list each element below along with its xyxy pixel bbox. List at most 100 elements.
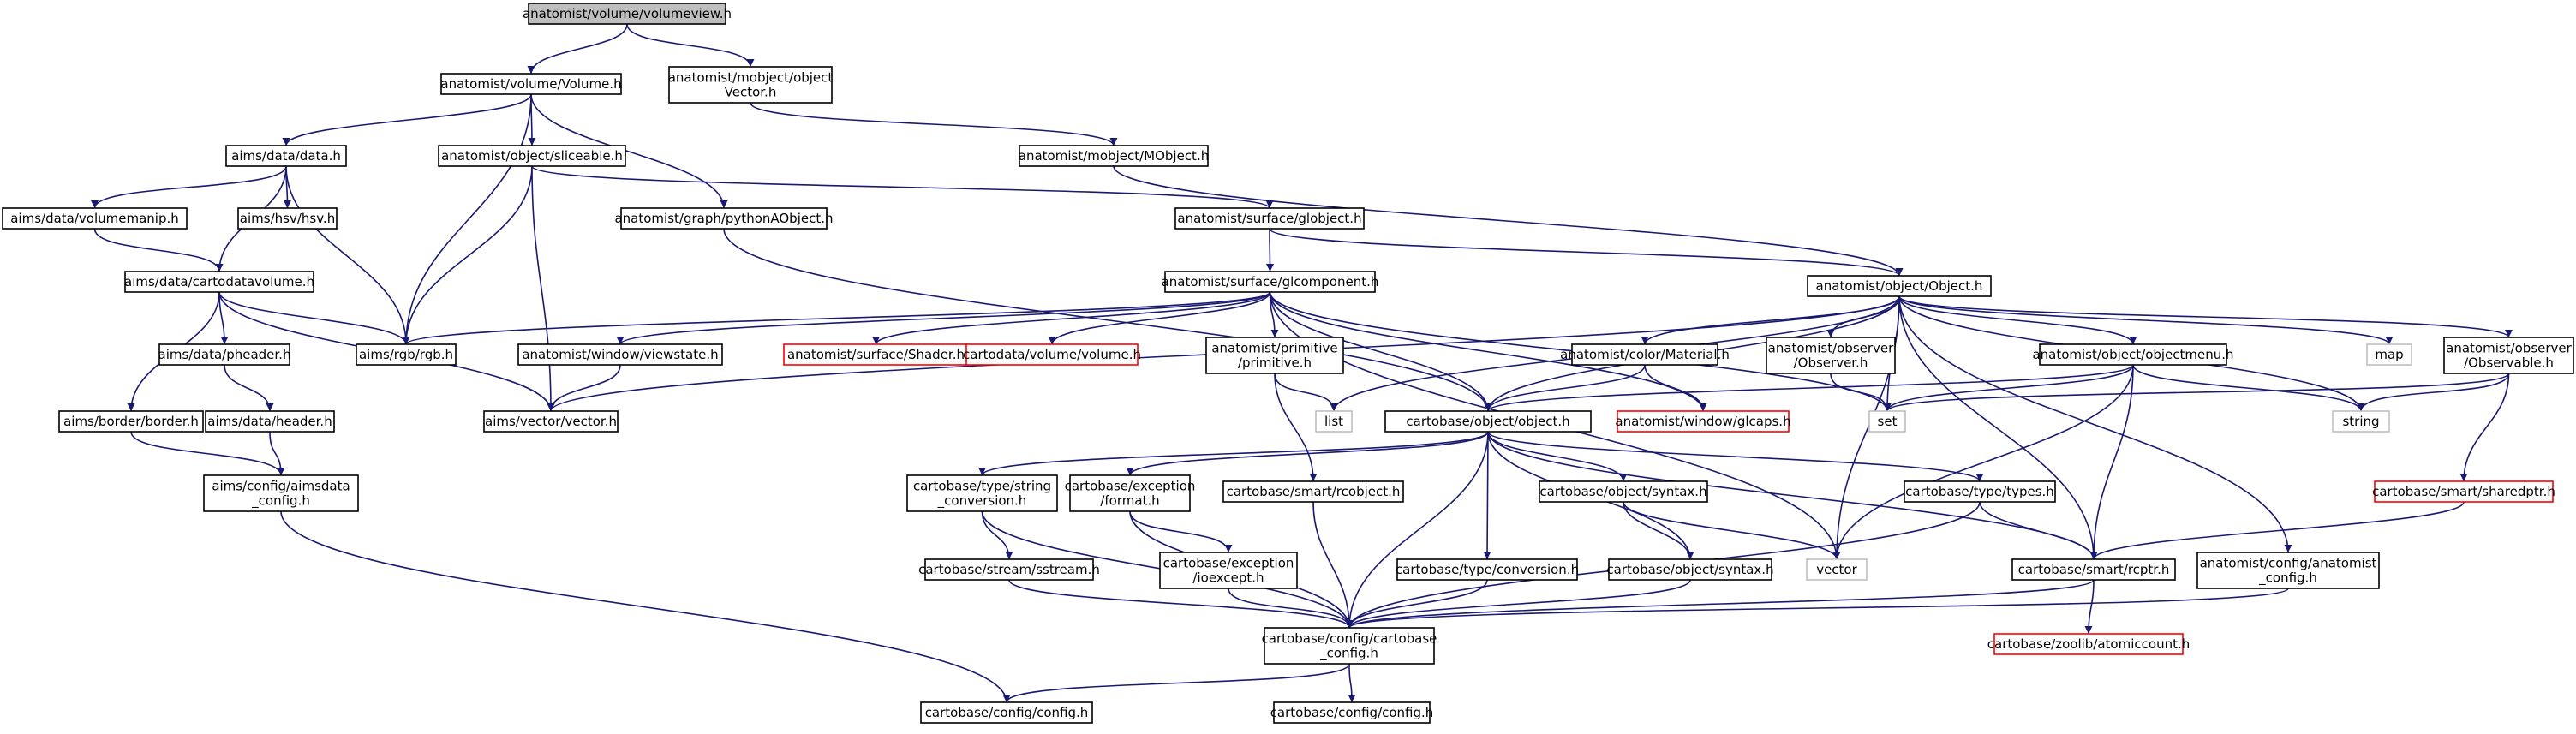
node-aims-data-volumemanip-h[interactable]: aims/data/volumemanip.h [2,207,188,230]
node-anatomist-surface-shader-h[interactable]: anatomist/surface/Shader.h [783,343,969,366]
node-cartodata-volume-volume-h[interactable]: cartodata/volume/volume.h [963,343,1141,366]
node-cartobase-object-syntax-h[interactable]: cartobase/object/syntax.h [1606,558,1774,581]
node-box [1315,410,1353,433]
node-box [783,343,969,366]
node-anatomist-window-viewstate-h[interactable]: anatomist/window/viewstate.h [517,343,723,366]
node-box [620,207,828,230]
edge-n12-to-n21 [1898,295,2137,345]
node-label: anatomist/surface/Shader.h [787,347,965,362]
node-box [1164,271,1376,293]
node-box [668,66,833,104]
node-label: vector [1816,562,1857,577]
node-box [528,3,726,25]
node-cartobase-config-config-h[interactable]: cartobase/config/config.h [920,701,1093,724]
node-label: string [2342,414,2379,429]
node-anatomist-volume-volumeview-h[interactable]: anatomist/volume/volumeview.h [523,3,732,25]
node-aims-vector-vector-h[interactable]: aims/vector/vector.h [483,410,619,433]
node-box [2011,558,2176,581]
node-cartobase-smart-rcobject-h[interactable]: cartobase/smart/rcobject.h [1222,480,1404,503]
edge-n41-to-n46 [1345,579,1488,629]
node-cartobase-smart-rcptr-h[interactable]: cartobase/smart/rcptr.h [2011,558,2176,581]
node-anatomist-graph-pythonaobject-h[interactable]: anatomist/graph/pythonAObject.h [614,207,834,230]
node-cartobase-type-types-h[interactable]: cartobase/type/types.h [1904,480,2056,503]
node-label: anatomist/mobject/MObject.h [1019,148,1209,164]
node-label: aims/data/data.h [231,148,341,164]
node-aims-data-data-h[interactable]: aims/data/data.h [225,145,347,167]
node-cartobase-exception-ioexcept-h[interactable]: cartobase/exception/ioexcept.h [1159,552,1298,589]
node-anatomist-primitive-primitive-h[interactable]: anatomist/primitive/primitive.h [1205,337,1344,374]
node-label: cartobase/config/config.h [925,705,1089,720]
edge-n5-to-n28 [723,228,1492,412]
edge-n34-to-n40 [1129,510,1233,553]
node-box [1396,558,1578,581]
node-cartobase-config-config-h[interactable]: cartobase/config/config.h [1270,701,1434,724]
node-cartobase-zoolib-atomiccount-h[interactable]: cartobase/zoolib/atomiccount.h [1987,633,2190,655]
node-anatomist-color-material-h[interactable]: anatomist/color/Material.h [1560,343,1730,366]
edge-n45-to-n46 [1345,588,2289,629]
node-box [1766,337,1896,374]
node-anatomist-observer-observer-h[interactable]: anatomist/observer/Observer.h [1766,337,1896,374]
node-anatomist-surface-globject-h[interactable]: anatomist/surface/globject.h [1174,207,1365,230]
node-label: cartobase/stream/sstream.h [918,562,1100,577]
edge-n28-to-n37 [1487,431,1984,482]
node-anatomist-mobject-mobject-h[interactable]: anatomist/mobject/MObject.h [1019,145,1209,167]
edge-n11-to-n28 [1269,291,1492,412]
node-label: anatomist/object/objectmenu.h [2032,347,2233,362]
edge-n44-to-n47 [2084,579,2095,635]
edge-n4-to-n9 [531,165,1274,209]
node-label: cartobase/object/object.h [1406,414,1569,429]
node-anatomist-object-objectmenu-h[interactable]: anatomist/object/objectmenu.h [2032,343,2234,366]
edge-n44-to-n46 [1345,579,2095,629]
edge-n28-to-n46 [1345,431,1489,629]
node-aims-rgb-rgb-h[interactable]: aims/rgb/rgb.h [356,343,457,366]
edge-n2-to-n6 [750,102,1118,146]
node-cartobase-type-conversion-h[interactable]: cartobase/type/conversion.h [1396,558,1579,581]
node-box [1608,558,1772,581]
node-anatomist-object-object-h[interactable]: anatomist/object/Object.h [1807,275,1992,297]
node-anatomist-config-anatomist-config-h[interactable]: anatomist/config/anatomist_config.h [2196,552,2380,589]
node-label: aims/data/pheader.h [158,347,291,362]
node-aims-hsv-hsv-h[interactable]: aims/hsv/hsv.h [237,207,338,230]
node-label: _config.h [2258,570,2317,587]
node-label: aims/config/aimsdata [212,479,350,494]
edge-n15-to-n26 [547,364,621,412]
node-aims-config-aimsdata-config-h[interactable]: aims/config/aimsdata_config.h [203,474,359,512]
node-cartobase-smart-sharedptr-h[interactable]: cartobase/smart/sharedptr.h [2372,480,2555,503]
node-cartobase-object-syntax-h[interactable]: cartobase/object/syntax.h [1539,480,1708,503]
node-anatomist-observer-observable-h[interactable]: anatomist/observer/Observable.h [2443,337,2574,374]
node-box [483,410,619,433]
node-string: string [2332,410,2390,433]
node-box [1019,145,1209,167]
node-label: aims/hsv/hsv.h [240,211,335,226]
node-box [124,271,314,293]
node-aims-data-header-h[interactable]: aims/data/header.h [205,410,335,433]
edge-n23-to-n30 [1883,373,2510,412]
node-map: map [2366,343,2412,366]
node-aims-data-cartodatavolume-h[interactable]: aims/data/cartodatavolume.h [124,271,314,293]
node-box [2366,343,2412,366]
edge-n9-to-n12 [1269,228,1904,277]
node-cartobase-config-cartobase-config-h[interactable]: cartobase/config/cartobase_config.h [1262,627,1437,665]
edge-n0-to-n1 [527,23,628,75]
node-anatomist-surface-glcomponent-h[interactable]: anatomist/surface/glcomponent.h [1162,271,1379,293]
edge-n11-to-n13 [402,291,1271,345]
node-label: cartobase/smart/rcobject.h [1227,484,1401,499]
node-anatomist-window-glcaps-h[interactable]: anatomist/window/glcaps.h [1615,410,1791,433]
node-cartobase-object-object-h[interactable]: cartobase/object/object.h [1384,410,1592,433]
node-aims-border-border-h[interactable]: aims/border/border.h [58,410,204,433]
node-label: aims/vector/vector.h [485,414,617,429]
edge-n28-to-n33 [978,431,1489,476]
node-aims-data-pheader-h[interactable]: aims/data/pheader.h [158,343,291,366]
edge-n18-to-n35 [1274,373,1318,482]
edge-n28-to-n34 [1126,431,1489,476]
node-anatomist-object-sliceable-h[interactable]: anatomist/object/sliceable.h [438,145,626,167]
edge-n4-to-n26 [531,165,555,412]
node-cartobase-type-string-conversion-h[interactable]: cartobase/type/string_conversion.h [906,474,1058,512]
node-anatomist-volume-volume-h[interactable]: anatomist/volume/Volume.h [440,73,622,95]
node-box [1222,480,1404,503]
node-box [2196,552,2380,589]
node-cartobase-stream-sstream-h[interactable]: cartobase/stream/sstream.h [918,558,1100,581]
edge-n10-to-n13 [218,291,410,345]
node-cartobase-exception-format-h[interactable]: cartobase/exception/format.h [1065,474,1196,512]
